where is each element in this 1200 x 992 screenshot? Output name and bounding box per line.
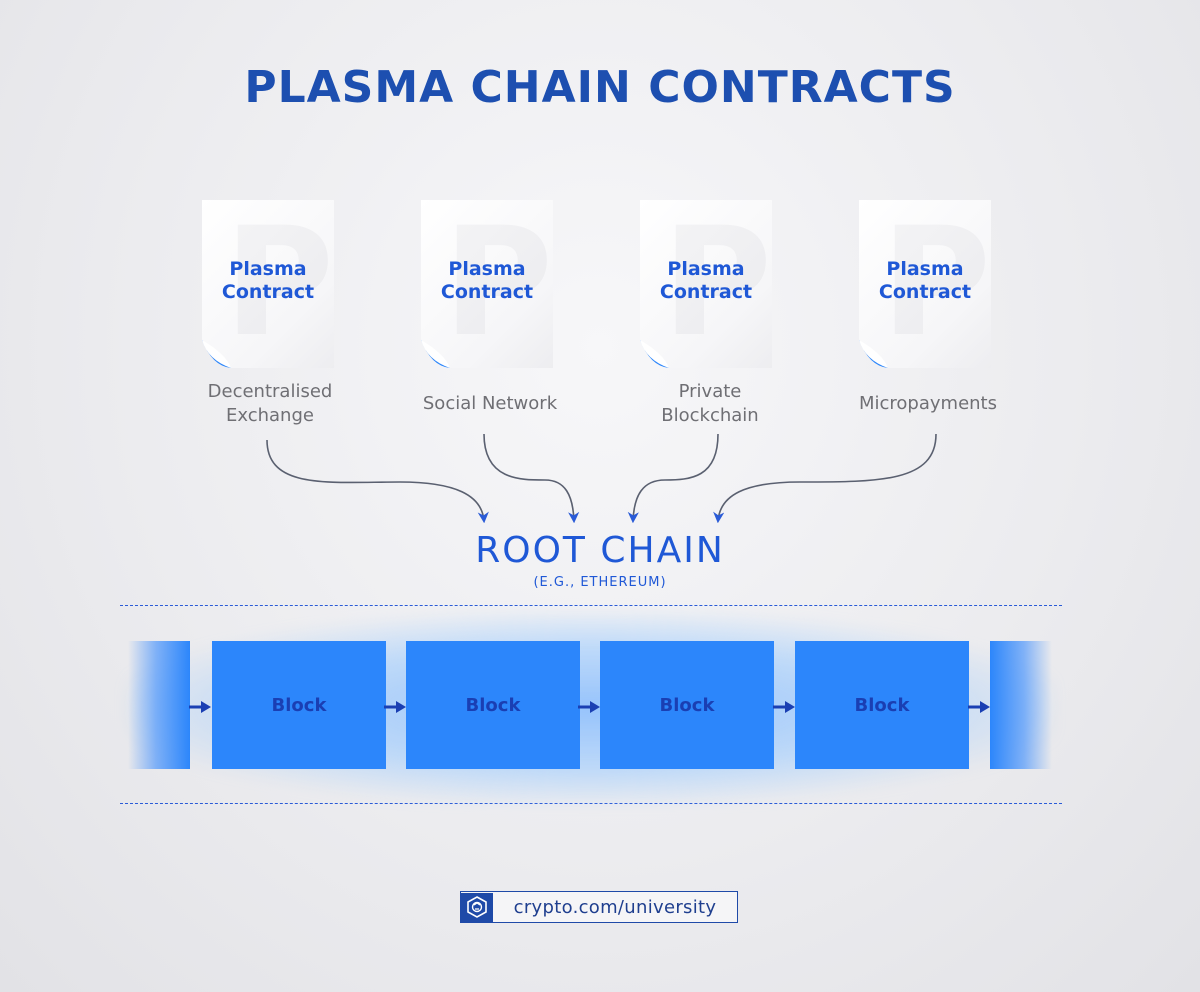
contract-label-line1: Plasma — [886, 258, 964, 280]
contract-label: Plasma Contract — [859, 258, 991, 304]
chain-block: Block — [600, 641, 774, 769]
chain-link-arrow-icon — [968, 701, 990, 713]
usecase-line2: Blockchain — [661, 405, 759, 426]
plasma-watermark-icon: P — [662, 208, 772, 358]
crypto-lion-logo-icon — [461, 892, 493, 922]
contract-paper — [421, 200, 553, 368]
block-label: Block — [854, 694, 910, 716]
usecase-label-social-network: Social Network — [380, 392, 600, 416]
contract-label: Plasma Contract — [421, 258, 553, 304]
footer-badge: crypto.com/university — [460, 891, 738, 923]
chain-stub-right — [990, 641, 1052, 769]
block-label: Block — [465, 694, 521, 716]
page-curl-icon — [640, 340, 669, 368]
usecase-line2: Exchange — [226, 405, 314, 426]
plasma-contract-card-social-network: P Plasma Contract — [421, 200, 553, 368]
plasma-contract-card-decentralised-exchange: P Plasma Contract — [202, 200, 334, 368]
usecase-line1: Micropayments — [858, 393, 997, 414]
block-label: Block — [271, 694, 327, 716]
block-label: Block — [659, 694, 715, 716]
contract-paper — [859, 200, 991, 368]
usecase-label-private-blockchain: Private Blockchain — [600, 380, 820, 428]
chain-link-arrow-icon — [384, 701, 406, 713]
chain-link-arrow-icon — [578, 701, 600, 713]
usecase-line1: Social Network — [422, 393, 558, 414]
contract-label: Plasma Contract — [640, 258, 772, 304]
page-curl-icon — [202, 340, 231, 368]
chain-block: Block — [212, 641, 386, 769]
connector-arrow-social-network — [483, 433, 580, 524]
chain-block: Block — [795, 641, 969, 769]
page-title: PLASMA CHAIN CONTRACTS — [244, 62, 956, 113]
contract-label-line2: Contract — [878, 281, 972, 303]
root-chain-title: ROOT CHAIN — [475, 530, 725, 571]
plasma-watermark-icon: P — [881, 208, 991, 358]
contract-label-line2: Contract — [440, 281, 534, 303]
connector-arrow-micropayments — [713, 433, 937, 524]
contract-paper — [640, 200, 772, 368]
contract-label-line1: Plasma — [667, 258, 745, 280]
connector-arrow-private-blockchain — [627, 433, 719, 524]
plasma-watermark-icon: P — [224, 208, 334, 358]
contract-label: Plasma Contract — [202, 258, 334, 304]
chain-stub-left — [128, 641, 190, 769]
contract-label-line1: Plasma — [229, 258, 307, 280]
footer-url: crypto.com/university — [513, 896, 717, 918]
page-curl-icon — [859, 340, 888, 368]
usecase-label-decentralised-exchange: Decentralised Exchange — [160, 380, 380, 428]
connector-arrow-decentralised-exchange — [266, 439, 489, 524]
chain-block: Block — [406, 641, 580, 769]
root-chain-subtitle: (E.G., ETHEREUM) — [533, 575, 667, 590]
plasma-contract-card-private-blockchain: P Plasma Contract — [640, 200, 772, 368]
usecase-line1: Private — [678, 381, 742, 402]
page-curl-icon — [421, 340, 450, 368]
usecase-line1: Decentralised — [207, 381, 333, 402]
usecase-label-micropayments: Micropayments — [818, 392, 1038, 416]
contract-label-line1: Plasma — [448, 258, 526, 280]
plasma-contract-card-micropayments: P Plasma Contract — [859, 200, 991, 368]
contract-paper — [202, 200, 334, 368]
chain-link-arrow-icon — [189, 701, 211, 713]
chain-link-arrow-icon — [773, 701, 795, 713]
contract-label-line2: Contract — [221, 281, 315, 303]
chain-top-divider — [120, 605, 1062, 606]
plasma-watermark-icon: P — [443, 208, 553, 358]
contract-label-line2: Contract — [659, 281, 753, 303]
